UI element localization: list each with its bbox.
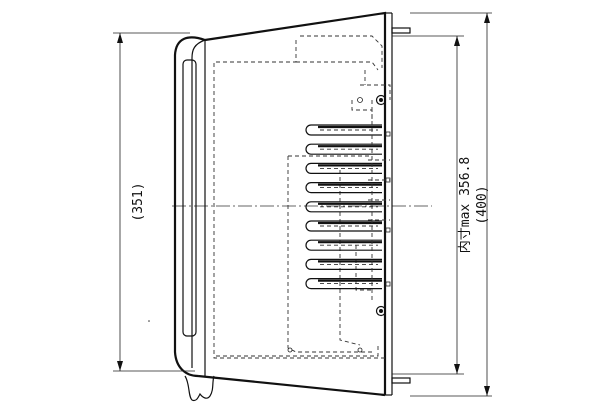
rack-slot [305,201,382,213]
dimension-left-label: (351) [131,182,146,221]
dimension-total-height [410,12,492,397]
dimension-left-height [113,32,195,372]
rack-slot [305,124,382,136]
dimension-total-label: (400) [475,185,490,224]
rack-rail-hidden-lines [368,100,390,300]
rack-slot [305,278,382,290]
dimension-inner-max [392,35,464,375]
rear-fasteners [287,94,391,353]
rack-slot [305,182,382,194]
rack-slot [305,258,382,270]
rack-slot [305,239,382,251]
rack-slot [305,162,382,174]
body-outline [197,11,411,397]
rack-slot [305,143,382,155]
door-outline [173,36,215,402]
dimension-inner-max-label: 内寸max 356.8 [457,157,473,253]
rack-slot-group [305,124,382,290]
stray-mark [148,320,150,322]
inner-cavity-hidden-lines [213,35,391,359]
rack-slot [305,220,382,232]
